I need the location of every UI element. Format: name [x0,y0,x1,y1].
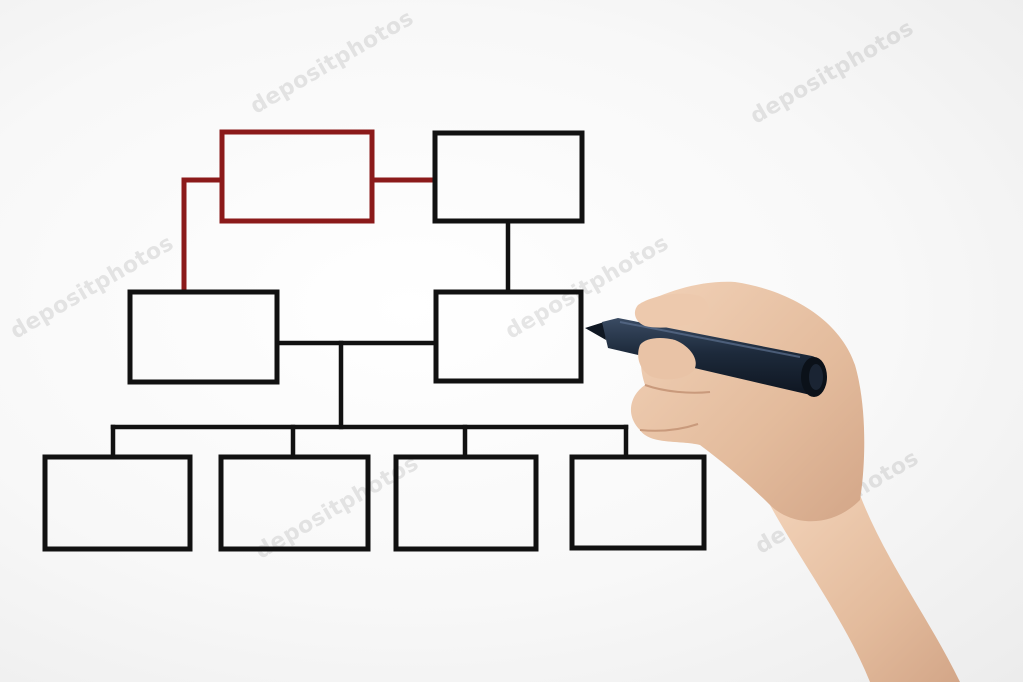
org-box-top-right [432,130,585,224]
org-box-bottom-1 [42,454,193,552]
black-boxes [42,130,707,552]
red-connectors [181,177,437,291]
org-box-mid-right [433,289,584,384]
org-box-bottom-4 [569,454,707,551]
org-box-bottom-3 [393,454,539,552]
org-box-bottom-2 [218,454,371,552]
marker-tip [585,322,606,340]
hand-holding-marker [585,281,960,682]
org-box-red-top [219,129,375,224]
org-box-mid-left [127,289,280,385]
black-connectors [110,219,629,459]
index-finger [638,337,696,380]
forearm [770,495,960,682]
thumb [634,293,709,328]
marker-body [602,318,827,396]
